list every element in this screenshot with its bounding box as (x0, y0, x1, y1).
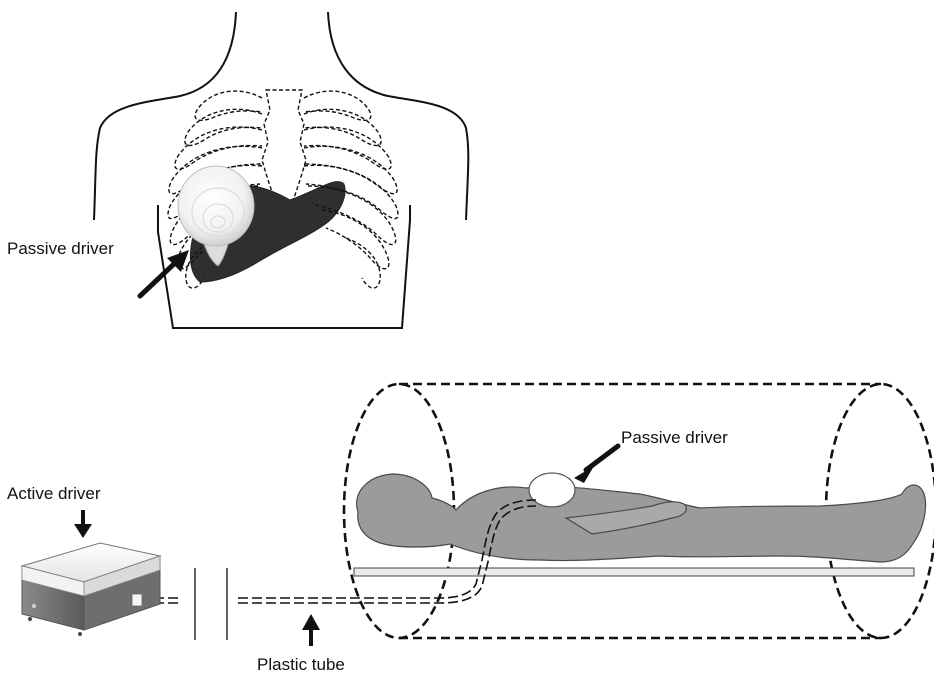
patient-body (357, 474, 926, 562)
chest-passive-driver-label: Passive driver (7, 239, 114, 259)
mri-passive-driver (529, 473, 575, 507)
active-driver-arrow (74, 510, 92, 538)
mri-driver-arrow (574, 446, 618, 483)
plastic-tube-label: Plastic tube (257, 655, 345, 675)
plastic-tube-arrow (302, 614, 320, 646)
chest-driver-arrow (140, 250, 189, 296)
active-driver-label: Active driver (7, 484, 101, 504)
patient-table (354, 568, 914, 576)
active-driver-device (22, 543, 160, 636)
mri-passive-driver-label: Passive driver (621, 428, 728, 448)
